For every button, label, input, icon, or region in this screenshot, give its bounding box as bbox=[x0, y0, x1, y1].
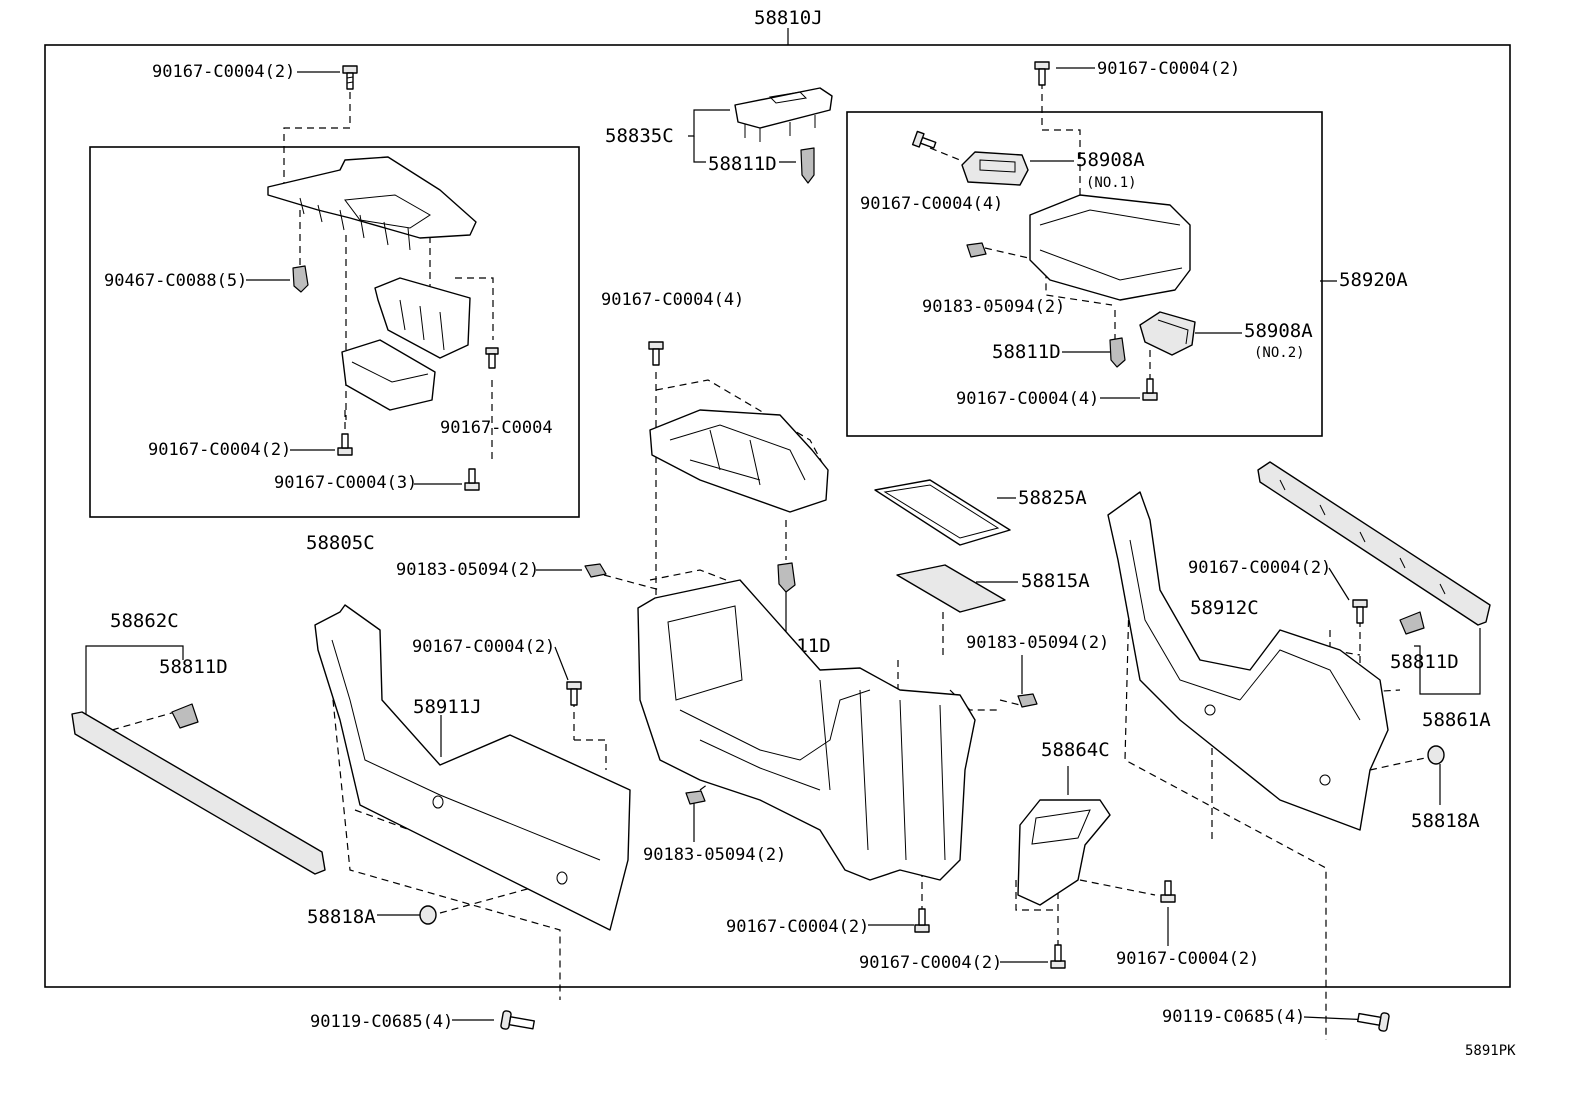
label-58818A-left: 58818A bbox=[307, 906, 376, 928]
part-58815A-sheet bbox=[896, 564, 1006, 613]
screw-icon bbox=[342, 65, 358, 90]
label-58861A: 58861A bbox=[1422, 709, 1491, 731]
screw-icon bbox=[1142, 378, 1158, 401]
label-58864C: 58864C bbox=[1041, 739, 1110, 761]
label-clip-right-mid: 90183-05094(2) bbox=[966, 633, 1109, 653]
label-screw-top-right: 90167-C0004(2) bbox=[1097, 59, 1240, 79]
screw-icon bbox=[566, 681, 582, 706]
label-58815A: 58815A bbox=[1021, 570, 1090, 592]
label-screw-bottom-right: 90167-C0004(2) bbox=[1116, 949, 1259, 969]
screw-icon bbox=[1034, 61, 1050, 86]
screw-icon bbox=[911, 130, 937, 149]
label-screw-top-left: 90167-C0004(2) bbox=[152, 62, 295, 82]
bolt-icon bbox=[1357, 1012, 1390, 1032]
label-58825A: 58825A bbox=[1018, 487, 1087, 509]
label-58811D-right: 58811D bbox=[1390, 651, 1459, 673]
label-58811D-left: 58811D bbox=[159, 656, 228, 678]
label-58810J: 58810J bbox=[754, 7, 823, 29]
label-clip-90467: 90467-C0088(5) bbox=[104, 271, 247, 291]
label-screw-right-panel: 90167-C0004(2) bbox=[1188, 558, 1331, 578]
part-console-lid bbox=[1029, 194, 1191, 301]
label-58862C: 58862C bbox=[110, 610, 179, 632]
part-58908A-no1 bbox=[961, 151, 1029, 186]
part-tray bbox=[341, 339, 436, 411]
clip-icon bbox=[171, 147, 1425, 729]
label-58908A-no2: 58908A bbox=[1244, 320, 1313, 342]
screw-icon bbox=[914, 908, 930, 933]
screw-icon bbox=[337, 433, 353, 456]
part-58912C-panel bbox=[1107, 491, 1389, 831]
part-upper-frame bbox=[649, 409, 829, 513]
part-58911J-panel bbox=[314, 604, 631, 931]
label-screw-box-4: 90167-C0004(4) bbox=[860, 194, 1003, 214]
label-58818A-right: 58818A bbox=[1411, 810, 1480, 832]
label-screw-box-4-lower: 90167-C0004(4) bbox=[956, 389, 1099, 409]
subassembly-frame-58805C bbox=[89, 146, 580, 518]
label-clip-left-mid: 90183-05094(2) bbox=[396, 560, 539, 580]
label-clip-bottom-center: 90183-05094(2) bbox=[643, 845, 786, 865]
label-58908A-no1: 58908A bbox=[1076, 149, 1145, 171]
part-console-body bbox=[637, 579, 976, 881]
screw-icon bbox=[1160, 880, 1176, 903]
label-screw-tray-3: 90167-C0004(3) bbox=[274, 473, 417, 493]
part-cup-holder bbox=[374, 277, 471, 359]
label-58805C: 58805C bbox=[306, 532, 375, 554]
label-58835C: 58835C bbox=[605, 125, 674, 147]
label-screw-left-panel: 90167-C0004(2) bbox=[412, 637, 555, 657]
label-58908A-no1-note: (NO.1) bbox=[1086, 175, 1137, 191]
nut-clip-icon bbox=[584, 242, 1038, 805]
leader-lines bbox=[85, 67, 1481, 1021]
label-screw-bottom-center: 90167-C0004(2) bbox=[726, 917, 869, 937]
label-bolt-left: 90119-C0685(4) bbox=[310, 1012, 453, 1032]
bolt-icon bbox=[500, 1010, 535, 1030]
screw-icon bbox=[464, 468, 480, 491]
part-58864C-duct bbox=[1017, 799, 1111, 906]
screw-icon bbox=[485, 347, 499, 369]
part-58908A-no2 bbox=[1139, 311, 1196, 356]
part-58835C-cover bbox=[734, 87, 833, 142]
label-screw-single: 90167-C0004 bbox=[440, 418, 553, 438]
label-screw-center-4: 90167-C0004(4) bbox=[601, 290, 744, 310]
label-58811D-box: 58811D bbox=[992, 341, 1061, 363]
cap-icon bbox=[419, 745, 1445, 925]
part-58862C-trim bbox=[71, 711, 326, 875]
screw-icon bbox=[1050, 944, 1066, 969]
label-58908A-no2-note: (NO.2) bbox=[1254, 345, 1305, 361]
label-58920A: 58920A bbox=[1339, 269, 1408, 291]
sheet-code: 5891PK bbox=[1465, 1043, 1516, 1059]
screw-icon bbox=[1352, 599, 1368, 624]
label-58911J: 58911J bbox=[413, 696, 482, 718]
assembly-frame bbox=[44, 44, 1511, 988]
part-58861A-rail bbox=[1257, 461, 1491, 626]
label-screw-bottom-left-2: 90167-C0004(2) bbox=[859, 953, 1002, 973]
label-58912C: 58912C bbox=[1190, 597, 1259, 619]
label-bolt-right: 90119-C0685(4) bbox=[1162, 1007, 1305, 1027]
label-screw-tray-2: 90167-C0004(2) bbox=[148, 440, 291, 460]
screw-icon bbox=[648, 341, 664, 366]
part-shift-bezel bbox=[267, 156, 477, 251]
label-58811D-top: 58811D bbox=[708, 153, 777, 175]
part-58825A-mat bbox=[874, 479, 1011, 546]
subassembly-frame-58920A bbox=[846, 111, 1323, 437]
label-clip-box: 90183-05094(2) bbox=[922, 297, 1065, 317]
